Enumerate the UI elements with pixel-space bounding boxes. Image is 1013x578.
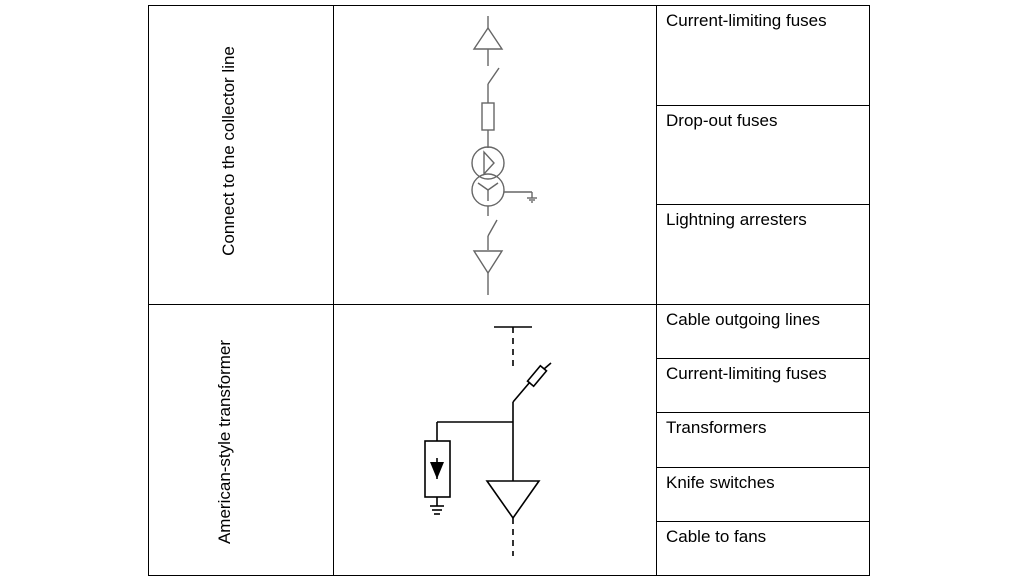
transformer-winding-delta-icon <box>471 146 505 180</box>
transformer-symbol <box>485 480 541 520</box>
disconnect-switch-top-symbol <box>487 67 500 85</box>
current-limiting-fuse-symbol <box>526 364 548 388</box>
component-label: Knife switches <box>666 473 775 492</box>
component-label: Current-limiting fuses <box>666 11 827 30</box>
component-label: Cable to fans <box>666 527 767 546</box>
arrow-down-icon <box>430 462 444 479</box>
component-label: Lightning arresters <box>666 210 807 229</box>
component-label: Cable outgoing lines <box>666 310 821 329</box>
lightning-arrester-bottom-symbol <box>472 250 504 275</box>
component-label: Current-limiting fuses <box>666 364 827 383</box>
component-label: Transformers <box>666 418 767 437</box>
disconnect-switch-bottom-symbol <box>487 219 498 237</box>
component-label: Drop-out fuses <box>666 111 778 130</box>
